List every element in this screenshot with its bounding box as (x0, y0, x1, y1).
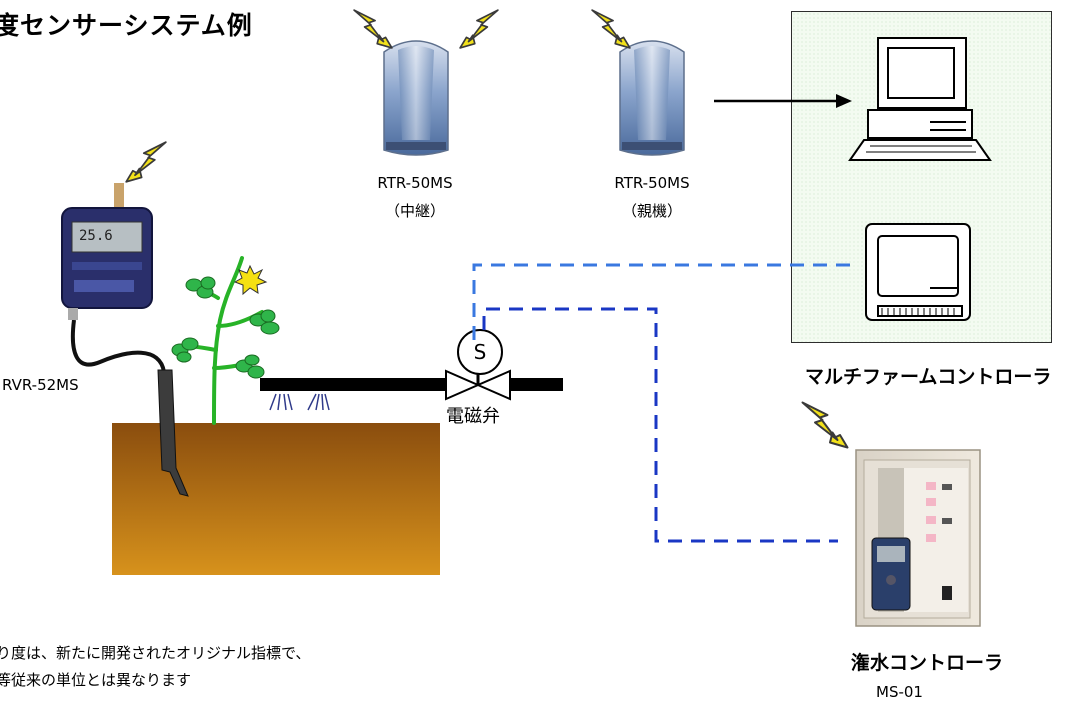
valve-label: 電磁弁 (446, 406, 500, 427)
controller-model: MS-01 (876, 683, 923, 701)
irrigation-cabinet (855, 449, 981, 627)
note-line-1: り度は、新たに開発されたオリジナル指標で、 (0, 644, 311, 662)
base-model: RTR-50MS (614, 174, 690, 192)
panel-label: マルチファームコントローラ (805, 366, 1052, 388)
sprinkler-drops (269, 393, 330, 411)
lightning-icon (125, 141, 167, 183)
base-role: （親機） (621, 202, 682, 220)
lightning-icon (591, 9, 631, 49)
repeater-unit (383, 40, 449, 156)
data-logger (61, 183, 153, 320)
solenoid-valve (445, 329, 511, 401)
data-arrow-head (836, 94, 852, 108)
signal-line-controller (482, 307, 838, 543)
sensor-cable (70, 319, 166, 373)
pipe-right (510, 378, 563, 391)
sensor-probe (157, 369, 189, 497)
plant-flower (233, 264, 268, 296)
controller-unit-icon (865, 223, 971, 321)
sensor-model-label: RVR-52MS (2, 376, 79, 394)
note-line-2: 等従来の単位とは異なります (0, 671, 192, 689)
lightning-icon (353, 9, 393, 49)
pc-icon (848, 37, 992, 161)
controller-label: 潅水コントローラ (851, 652, 1004, 674)
base-unit (619, 40, 685, 156)
diagram-title: 度センサーシステム例 (0, 11, 253, 40)
repeater-model: RTR-50MS (377, 174, 453, 192)
repeater-role: （中継） (384, 202, 445, 220)
logger-display-value: 25.6 (79, 228, 113, 244)
lightning-icon (459, 9, 499, 49)
signal-line-panel (472, 263, 858, 340)
pipe-left (260, 378, 446, 391)
lightning-icon (801, 401, 849, 449)
valve-symbol: S (473, 340, 487, 364)
plant-leaves (171, 276, 280, 379)
